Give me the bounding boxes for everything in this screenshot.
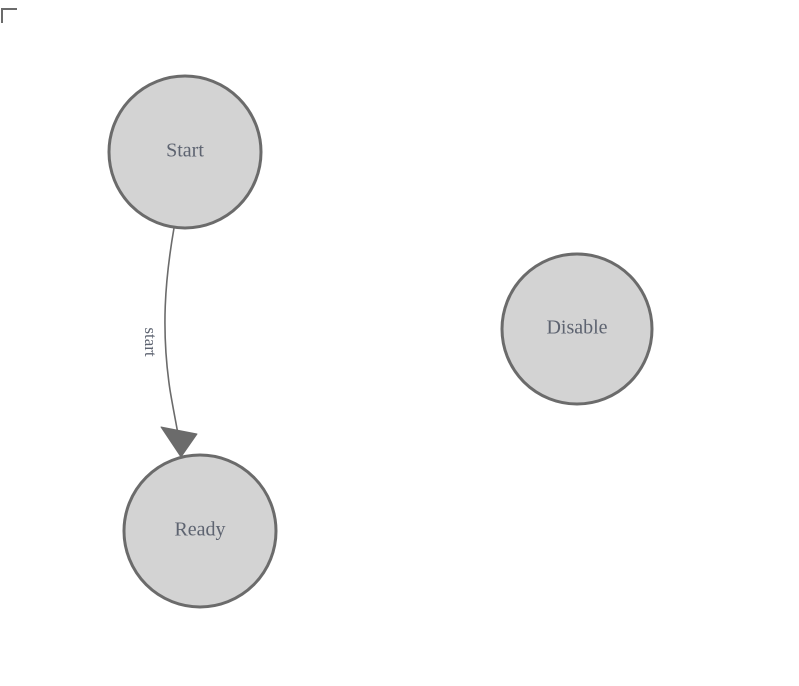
edge-path-start-to-ready <box>164 227 182 453</box>
canvas-corner-mark-vertical <box>1 8 3 23</box>
canvas-corner-mark-horizontal <box>1 8 17 10</box>
node-disable-label: Disable <box>546 317 607 339</box>
node-start-circle[interactable] <box>107 74 263 230</box>
node-disable-circle[interactable] <box>500 252 654 406</box>
node-disable[interactable]: Disable <box>500 252 654 406</box>
node-start[interactable]: Start <box>107 74 263 230</box>
node-ready[interactable]: Ready <box>122 453 278 609</box>
node-ready-label: Ready <box>174 519 225 541</box>
arrowhead-icon <box>160 426 198 458</box>
node-start-label: Start <box>166 140 204 162</box>
node-ready-circle[interactable] <box>122 453 278 609</box>
edge-start-to-ready[interactable]: start <box>141 227 198 458</box>
edge-label-start: start <box>141 327 160 357</box>
